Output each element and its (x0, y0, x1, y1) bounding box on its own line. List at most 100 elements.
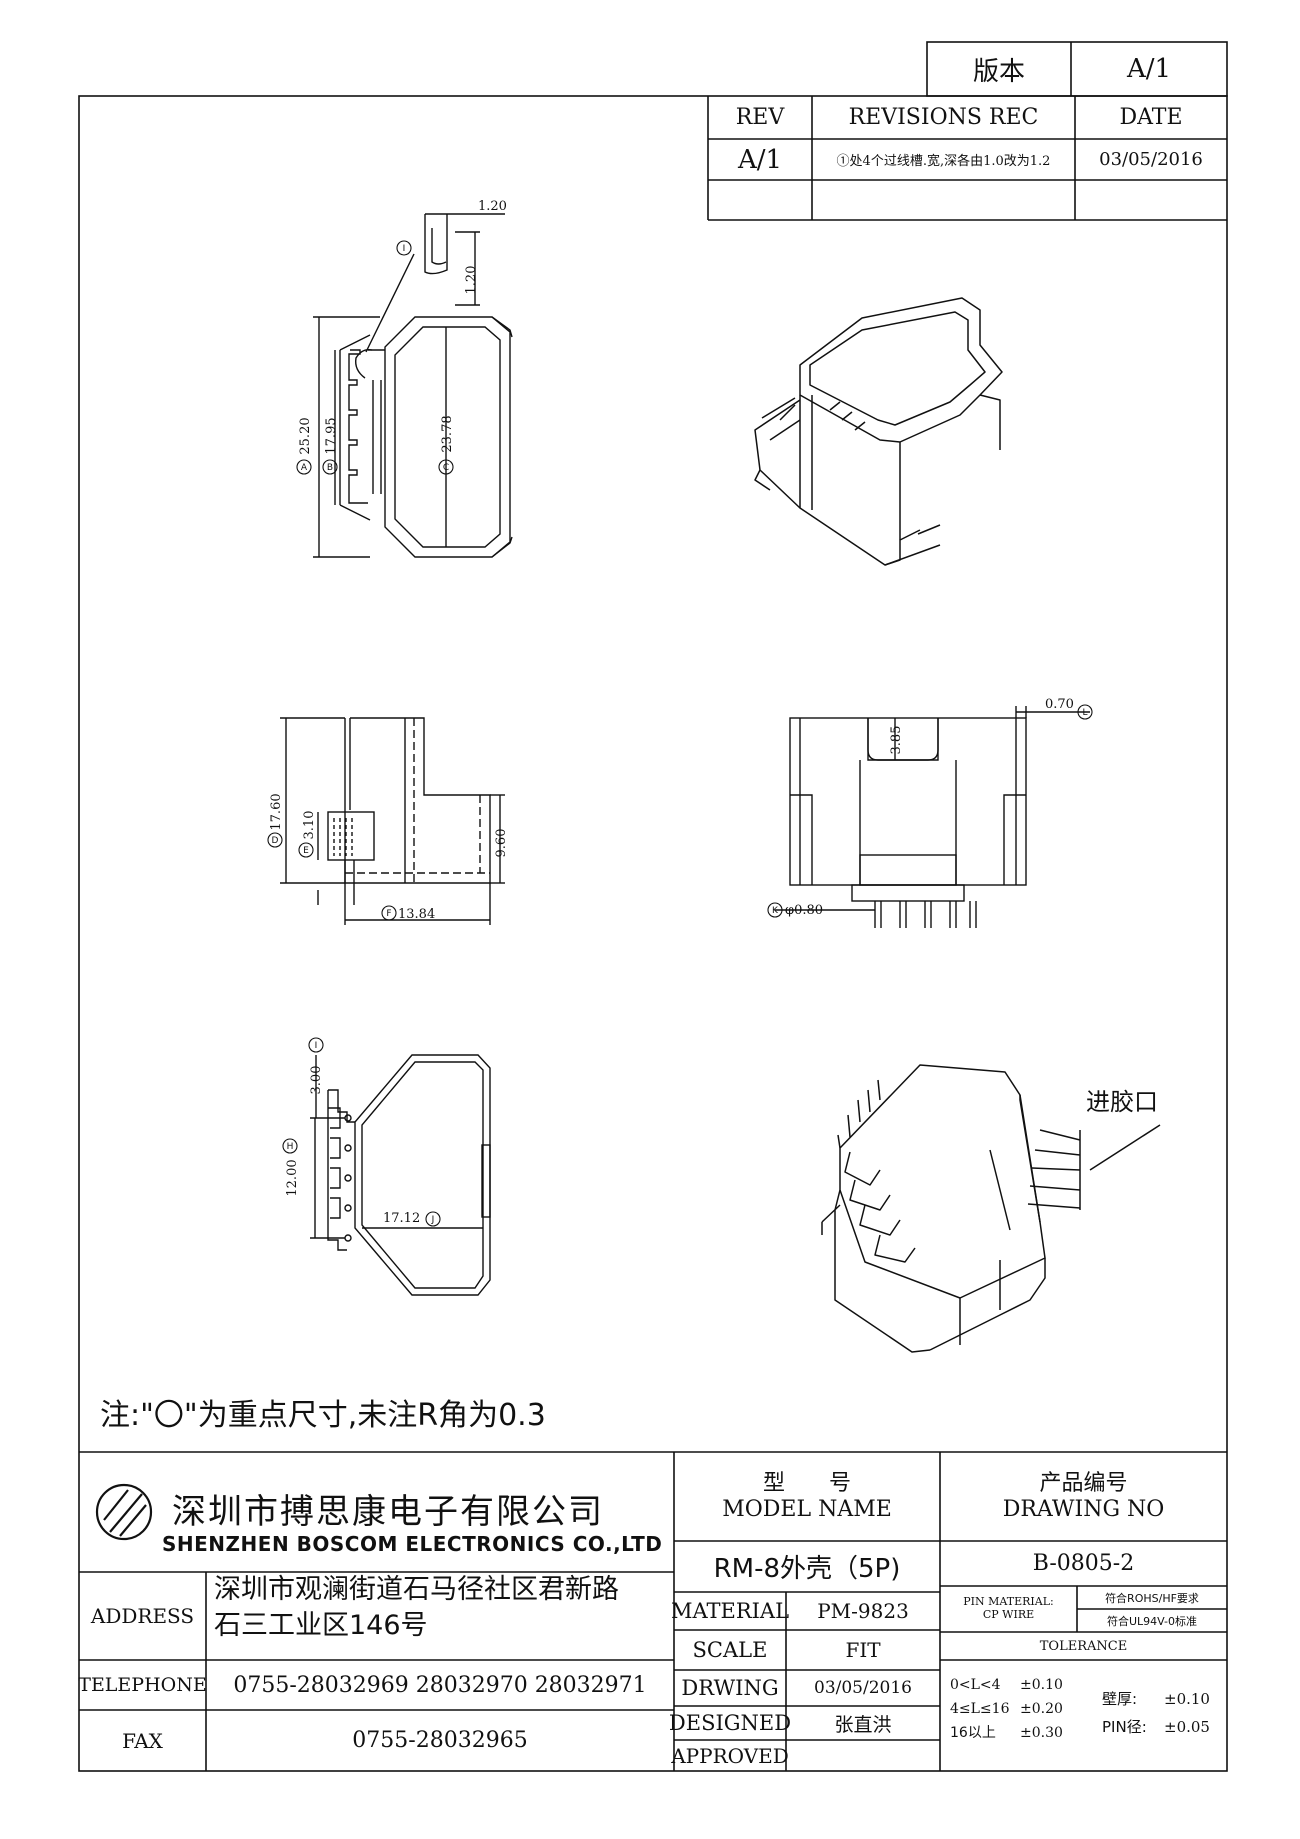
dim-wall: 0.70 (1045, 697, 1074, 712)
dimension-callouts-bottom (282, 1037, 441, 1227)
wall-tolerance-value: ±0.10 (1164, 1690, 1210, 1708)
telephone-value: 0755-28032969 28032970 28032971 (233, 1672, 647, 1698)
dim-top-slot-width: 1.20 (478, 199, 507, 214)
revisions-table-lines (707, 96, 1227, 221)
tag-l: L (1082, 708, 1087, 718)
dim-g: 9.60 (494, 829, 509, 858)
tolerance-row-1: 0<L<4 ±0.10 (950, 1673, 1063, 1697)
tag-e: E (303, 846, 309, 856)
tag-a: A (301, 463, 308, 473)
designed-label: DESIGNED (668, 1711, 792, 1735)
pin-tolerance: PIN径: ±0.05 (1102, 1713, 1210, 1741)
drawing-date-value: 03/05/2016 (814, 1678, 912, 1698)
pin-tolerance-value: ±0.05 (1164, 1718, 1210, 1736)
scale-value: FIT (845, 1638, 881, 1662)
plan-view (313, 213, 513, 558)
address-line-1: 深圳市观澜街道石马径社区君新路 (214, 1574, 619, 1605)
company-name-en: SHENZHEN BOSCOM ELECTRONICS CO.,LTD (162, 1532, 663, 1556)
rev-row-1-rev: A/1 (737, 144, 783, 175)
version-value: A/1 (1126, 54, 1172, 84)
dim-b: 17.95 (324, 417, 339, 454)
tolerance-range-2: 4≤L≤16 (950, 1701, 1010, 1717)
material-label: MATERIAL (670, 1599, 790, 1623)
dim-n: 12.00 (285, 1159, 300, 1196)
tolerance-ranges: 0<L<4 ±0.10 4≤L≤16 ±0.20 16以上 ±0.30 (950, 1673, 1063, 1745)
model-name-value: RM-8外壳（5P) (713, 1554, 901, 1584)
wall-tolerance: 壁厚: ±0.10 (1102, 1685, 1210, 1713)
dim-a: 25.20 (298, 417, 313, 454)
drawing-no-value: B-0805-2 (1032, 1551, 1135, 1576)
fax-label: FAX (122, 1728, 163, 1753)
drawing-no-header: 产品编号 DRAWING NO (940, 1452, 1227, 1541)
date-header: DATE (1119, 105, 1183, 130)
title-block-lines (79, 1451, 1227, 1771)
tolerance-value-3: ±0.30 (1020, 1725, 1063, 1741)
tag-i-plan: I (403, 244, 406, 254)
isometric-view-bottom (821, 1064, 1161, 1353)
version-label: 版本 (972, 56, 1025, 87)
pin-material-label: PIN MATERIAL: (963, 1595, 1054, 1609)
dim-j: 17.12 (383, 1211, 420, 1226)
rohs-compliance: 符合ROHS/HF要求 (1105, 1591, 1199, 1605)
wall-tolerance-label: 壁厚: (1102, 1690, 1138, 1708)
isometric-view-top (754, 297, 1003, 566)
pin-material-value: CP WIRE (982, 1608, 1035, 1621)
drawing-no-label-cn: 产品编号 (1039, 1471, 1128, 1497)
dim-e: 3.10 (302, 811, 317, 840)
drawing-date-label: DRWING (681, 1676, 779, 1700)
rev-row-1-date: 03/05/2016 (1099, 149, 1203, 170)
dimension-callouts-plan (296, 240, 454, 475)
address-label: ADDRESS (90, 1604, 195, 1628)
tolerance-range-1: 0<L<4 (950, 1677, 1001, 1693)
address-value: 深圳市观澜街道石马径社区君新路 石三工业区146号 (206, 1572, 674, 1660)
dim-top-slot-depth: 1.20 (464, 266, 479, 295)
drawing-no-label-en: DRAWING NO (1002, 1496, 1165, 1522)
revisions-rec-header: REVISIONS REC (848, 105, 1039, 130)
tolerance-value-1: ±0.10 (1020, 1677, 1063, 1693)
tag-j: J (431, 1215, 435, 1225)
approved-value (786, 1740, 940, 1771)
rev-row-1-rec: ①处4个过线槽.宽,深各由1.0改为1.2 (836, 154, 1051, 169)
pin-material: PIN MATERIAL: CP WIRE (940, 1586, 1077, 1632)
model-name-label-cn: 型 号 (762, 1471, 851, 1497)
callout-tags: I A B C D E F L K I H J (272, 244, 1088, 1225)
dim-c: 23.78 (440, 415, 455, 452)
dimension-callouts-front (767, 704, 1093, 918)
gate-label: 进胶口 (1086, 1088, 1158, 1116)
tag-k: K (772, 906, 779, 916)
side-elevation-view (280, 717, 505, 925)
dim-m: 3.00 (309, 1066, 324, 1095)
model-name-header: 型 号 MODEL NAME (674, 1452, 940, 1541)
dim-pin-dia: φ0.80 (785, 903, 823, 918)
tolerance-row-2: 4≤L≤16 ±0.20 (950, 1697, 1063, 1721)
tolerance-value-2: ±0.20 (1020, 1701, 1063, 1717)
fax-value: 0755-28032965 (352, 1728, 528, 1753)
tag-h: H (287, 1142, 294, 1152)
front-elevation-view (775, 706, 1090, 928)
material-value: PM-9823 (817, 1599, 909, 1623)
company-name-cn: 深圳市搏思康电子有限公司 (172, 1492, 604, 1532)
tag-d: D (272, 836, 279, 846)
company-logo-icon (95, 1483, 153, 1541)
telephone-label: TELEPHONE (78, 1674, 207, 1696)
designed-value: 张直洪 (834, 1713, 892, 1736)
rev-header: REV (735, 105, 785, 130)
address-line-2: 石三工业区146号 (214, 1610, 428, 1642)
tolerance-title: TOLERANCE (1039, 1638, 1128, 1654)
drawing-note: 注:"〇"为重点尺寸,未注R角为0.3 (100, 1398, 546, 1433)
model-name-label-en: MODEL NAME (722, 1496, 892, 1522)
bottom-view (310, 1054, 491, 1296)
dim-h: 3.85 (889, 726, 904, 755)
tag-i-bottom: I (315, 1041, 318, 1051)
pin-tolerance-label: PIN径: (1102, 1718, 1147, 1736)
dim-d: 17.60 (269, 793, 284, 830)
tolerance-row-3: 16以上 ±0.30 (950, 1721, 1063, 1745)
approved-label: APPROVED (671, 1743, 789, 1768)
scale-label: SCALE (692, 1638, 768, 1662)
dimension-callouts-side (267, 832, 397, 921)
dimension-labels: 1.20 1.20 25.20 17.95 23.78 17.60 3.10 1… (269, 199, 1074, 1226)
tag-c: C (443, 463, 449, 473)
tolerance-range-3: 16以上 (950, 1725, 996, 1741)
dim-f: 13.84 (398, 907, 435, 922)
